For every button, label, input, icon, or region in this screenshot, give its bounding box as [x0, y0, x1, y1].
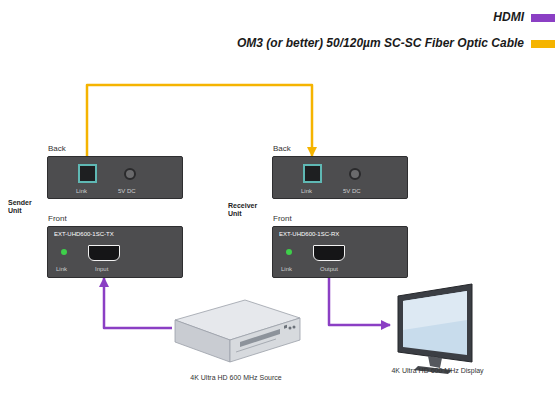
- unit-label: Sender Unit: [8, 199, 40, 216]
- display-device: [398, 284, 472, 374]
- led-label: Link: [56, 266, 67, 273]
- cable-connector: [87, 85, 312, 156]
- display-device: 4K Ultra HD 600 MHz Display: [390, 282, 485, 378]
- cable-connector: [329, 278, 390, 325]
- legend-swatch: [531, 40, 555, 48]
- device-panel: FrontEXT-UHD600-1SC-TXLinkInput: [47, 226, 183, 278]
- panel-heading: Back: [273, 145, 291, 154]
- source-device: 4K Ultra HD 600 MHz Source: [172, 298, 300, 385]
- port-label: Link: [76, 188, 87, 195]
- unit-label: Receiver Unit: [228, 202, 270, 219]
- model-number: EXT-UHD600-1SC-RX: [279, 231, 339, 238]
- port-label: 5V DC: [118, 188, 136, 195]
- link-led: [61, 249, 67, 255]
- model-number: EXT-UHD600-1SC-TX: [54, 231, 114, 238]
- device-panel: BackLink5V DC: [47, 156, 183, 199]
- panel-heading: Back: [48, 145, 66, 154]
- legend-swatch: [531, 14, 555, 22]
- port-label: Link: [301, 188, 312, 195]
- device-panel: BackLink5V DC: [272, 156, 408, 199]
- cable-connector: [104, 278, 172, 328]
- fiber-port: [78, 164, 97, 183]
- port-label: Output: [320, 266, 338, 273]
- device-caption: 4K Ultra HD 600 MHz Display: [390, 367, 485, 375]
- source-device: [175, 300, 300, 362]
- hdmi-port: [88, 245, 120, 261]
- device-panel: FrontEXT-UHD600-1SC-RXLinkOutput: [272, 226, 408, 278]
- fiber-port: [303, 164, 322, 183]
- port-label: 5V DC: [343, 188, 361, 195]
- device-caption: 4K Ultra HD 600 MHz Source: [172, 374, 300, 382]
- legend-text: OM3 (or better) 50/120µm SC-SC Fiber Opt…: [237, 36, 524, 50]
- panel-heading: Front: [48, 215, 67, 224]
- led-label: Link: [281, 266, 292, 273]
- dc-jack: [124, 168, 136, 180]
- panel-heading: Front: [273, 215, 292, 224]
- link-led: [286, 249, 292, 255]
- port-label: Input: [95, 266, 108, 273]
- dc-jack: [349, 168, 361, 180]
- hdmi-port: [313, 245, 345, 261]
- legend-text: HDMI: [493, 10, 524, 24]
